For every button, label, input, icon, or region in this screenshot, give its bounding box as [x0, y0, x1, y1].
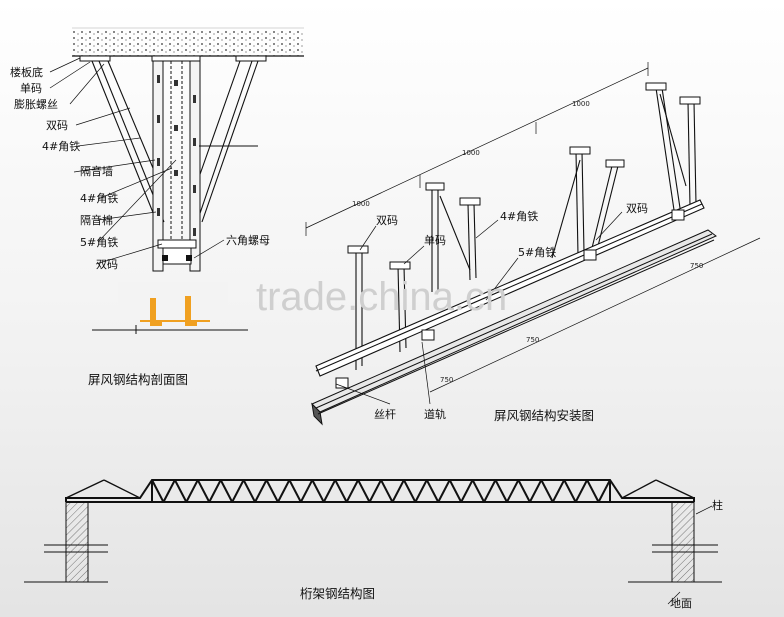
truss-web-member	[460, 479, 474, 503]
watermark: trade.china.cn	[256, 275, 507, 319]
truss-web-member	[219, 479, 234, 503]
label-column: 柱	[712, 498, 723, 512]
install-title: 屏风钢结构安装图	[494, 408, 594, 423]
truss-end-member	[621, 479, 657, 499]
truss-web-member	[483, 479, 497, 503]
truss-web-member	[425, 479, 440, 503]
truss-end-member	[65, 479, 105, 499]
label-ground: 地面	[670, 597, 692, 610]
label-single-code: 单码	[20, 82, 42, 95]
truss-web-member	[311, 479, 325, 503]
label-install-angle5: 5#角铁	[518, 246, 556, 259]
truss-web-member	[162, 479, 176, 503]
label-slab-bottom: 楼板底	[10, 65, 43, 79]
single-code-plate	[79, 55, 111, 62]
label-double-code-b: 双码	[96, 258, 118, 271]
label-angle-4: 4#角铁	[42, 140, 80, 153]
section-view: 楼板底 单码 膨胀螺丝 双码 4#角铁 隔音墙 4#角铁 隔音棉 5#角铁 双码…	[10, 27, 304, 387]
label-install-double-code: 双码	[376, 214, 398, 227]
top-brackets	[347, 82, 701, 270]
install-leaders	[335, 211, 623, 405]
truss-end-member	[103, 479, 141, 499]
truss-web-member	[563, 479, 577, 503]
truss-web-member	[254, 479, 268, 503]
dim-1000-c: 1000	[572, 100, 590, 108]
label-install-angle4: 4#角铁	[500, 210, 538, 223]
truss-web-member	[437, 479, 451, 503]
truss-web-member	[540, 479, 554, 503]
label-angle-5: 5#角铁	[80, 236, 118, 249]
truss-web-member	[231, 479, 245, 503]
label-hex-nut: 六角螺母	[226, 234, 270, 247]
truss-web-member	[174, 479, 188, 503]
label-angle-4b: 4#角铁	[80, 192, 118, 205]
base-feet	[118, 282, 228, 326]
label-sound-wall: 隔音墙	[80, 164, 113, 178]
truss-web-member	[334, 479, 348, 503]
label-insulation: 隔音棉	[80, 213, 113, 227]
rail	[311, 209, 717, 426]
dim-750-a: 750	[440, 376, 453, 384]
truss-web-member	[494, 479, 508, 503]
section-title: 屏风钢结构剖面图	[88, 372, 188, 387]
truss-web-member	[265, 479, 279, 503]
dimension-lines	[305, 62, 761, 393]
truss-web-member	[448, 479, 463, 503]
truss-web-member	[277, 479, 291, 503]
truss-web-member	[242, 479, 256, 503]
truss-web-member	[299, 479, 314, 503]
truss-web-member	[391, 479, 405, 503]
dim-750-c: 750	[690, 262, 703, 270]
truss-web-member	[586, 479, 600, 503]
beam	[315, 199, 705, 377]
truss-web-member	[185, 479, 199, 503]
leader-lines	[49, 57, 225, 265]
truss-web-member	[288, 479, 302, 503]
truss-web-member	[322, 479, 337, 503]
truss-web-member	[414, 479, 428, 503]
truss-web-member	[528, 479, 543, 503]
truss-web-member	[368, 479, 382, 503]
dim-750-b: 750	[526, 336, 539, 344]
dim-1000-b: 1000	[462, 149, 480, 157]
label-double-code: 双码	[46, 119, 68, 132]
truss-web-member	[357, 479, 371, 503]
label-install-single-code: 单码	[424, 234, 446, 247]
truss-web-member	[506, 479, 520, 503]
truss-title: 桁架钢结构图	[300, 586, 375, 601]
label-rod: 丝杆	[374, 407, 396, 421]
truss-web-member	[208, 479, 222, 503]
column-right	[628, 501, 722, 583]
truss-web-member	[403, 479, 417, 503]
truss-web-member	[597, 479, 611, 503]
truss-web-member	[574, 479, 588, 503]
truss-web-member	[517, 479, 531, 503]
truss-view: 柱 地面 桁架钢结构图	[24, 479, 723, 610]
truss-web-member	[551, 479, 566, 503]
label-expansion-bolt: 膨胀螺丝	[14, 97, 58, 111]
truss-web	[65, 479, 695, 503]
diagonal-braces	[91, 60, 259, 226]
truss-web-member	[471, 479, 485, 503]
column-left	[24, 501, 108, 583]
label-rail: 道轨	[424, 407, 446, 421]
truss-end-member	[655, 479, 695, 499]
label-install-double-code-2: 双码	[626, 202, 648, 215]
floor-slab	[72, 30, 304, 56]
install-view: 1000 1000 1000 750 750 750	[305, 62, 761, 426]
truss-web-member	[380, 479, 394, 503]
truss-web-member	[345, 479, 359, 503]
truss-web-member	[151, 479, 165, 503]
dim-1000-a: 1000	[352, 200, 370, 208]
insulation-cotton	[157, 75, 196, 236]
truss-web-member	[196, 479, 211, 503]
